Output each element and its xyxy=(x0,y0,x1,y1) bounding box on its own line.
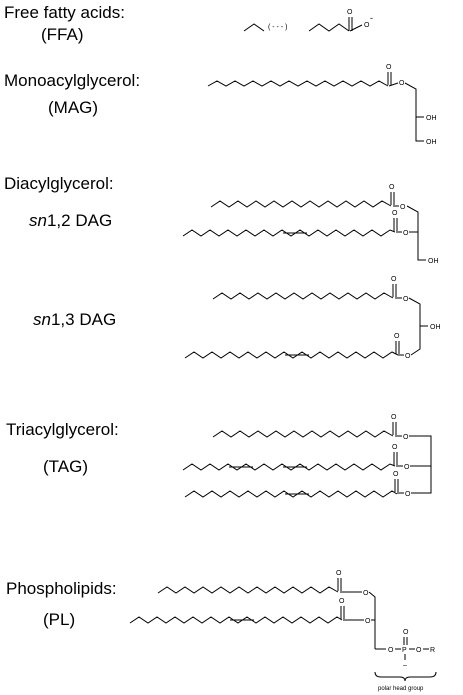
mag-hydroxyl-3: OH xyxy=(426,139,437,146)
mag-name-label: Monoacylglycerol: xyxy=(4,71,141,90)
dag12-glycerol-backbone xyxy=(406,205,426,261)
mag-glycerol-backbone xyxy=(404,82,424,142)
dag13-chain-1 xyxy=(212,292,394,300)
pl-c2-ester-oxygen: O xyxy=(365,618,371,625)
dag12-c1-ester-oxygen: O xyxy=(400,204,406,211)
mag-abbr-label: (MAG) xyxy=(48,98,99,117)
dag12-c2-carbonyl-oxygen: O xyxy=(392,210,398,217)
pl-chain-2 xyxy=(129,616,343,624)
pl-phosphoryl-oxygen: O xyxy=(403,629,409,636)
dag-name-label: Diacylglycerol: xyxy=(4,174,114,193)
pl-polar-head-label: polar head group xyxy=(378,686,424,692)
dag12-chain-1 xyxy=(210,200,392,208)
dag12-label: sn1,2 DAG xyxy=(29,212,112,229)
pl-c2-carbonyl-oxygen: O xyxy=(339,598,345,605)
dag13-c3-ester-oxygen: O xyxy=(405,353,411,360)
pl-name-label: Phospholipids: xyxy=(6,579,117,598)
dag13-chain-3 xyxy=(184,351,399,359)
pl-phosphorus: P xyxy=(402,647,407,654)
tag-name-label: Triacylglycerol: xyxy=(6,420,119,439)
mag-ester-bond xyxy=(388,82,399,87)
tag-chain-2 xyxy=(182,463,396,471)
tag-glycerol-backbone xyxy=(409,435,432,494)
tag-c3-ester-oxygen: O xyxy=(405,491,411,498)
ffa-chain-ellipsis: ( - - - ) xyxy=(268,24,287,31)
dag13-structure: O O O O OH xyxy=(184,276,441,360)
pl-residue-r: R xyxy=(430,647,435,654)
pl-ester-oxygen-r: O xyxy=(416,647,422,654)
dag12-c1-carbonyl-oxygen: O xyxy=(389,184,395,191)
dag13-c1-ester-oxygen: O xyxy=(403,296,409,303)
pl-chain-1 xyxy=(157,586,339,594)
tag-c3-carbonyl-oxygen: O xyxy=(393,471,399,478)
tag-c2-ester-oxygen: O xyxy=(404,464,410,471)
pl-structure: O O O O O P O O R – polar xyxy=(129,570,437,692)
tag-structure: O O O O O O xyxy=(182,414,432,498)
mag-ester-oxygen: O xyxy=(399,80,405,87)
mag-structure: O O OH OH xyxy=(207,64,437,146)
ffa-chain-start xyxy=(243,23,265,32)
pl-phosphate-bridge-oxygen: O xyxy=(388,647,394,654)
tag-c1-carbonyl-oxygen: O xyxy=(391,414,397,421)
dag13-c1-carbonyl-oxygen: O xyxy=(391,276,397,283)
dag13-glycerol-backbone xyxy=(408,297,421,356)
pl-polar-head-brace xyxy=(374,671,437,682)
dag12-chain-2 xyxy=(182,229,396,237)
ffa-name-label: Free fatty acids: xyxy=(4,3,125,22)
ffa-structure: ( - - - ) O O - xyxy=(243,9,373,32)
dag12-structure: O O O O OH xyxy=(182,184,439,265)
ffa-negative-charge: - xyxy=(370,13,373,23)
dag12-rest: 1,2 DAG xyxy=(46,211,113,230)
dag13-sn-prefix: sn xyxy=(33,310,51,329)
ffa-abbr-label: (FFA) xyxy=(41,25,84,44)
tag-c1-ester-oxygen: O xyxy=(403,434,409,441)
dag13-label: sn1,3 DAG xyxy=(33,311,116,328)
ffa-carboxylate-oxygen: O xyxy=(364,22,370,29)
dag12-c2-ester-oxygen: O xyxy=(403,230,409,237)
pl-phosphate-oxygen-minus: – xyxy=(403,662,407,669)
dag13-hydroxyl: OH xyxy=(430,324,441,331)
mag-carbonyl-oxygen: O xyxy=(386,64,392,71)
ffa-chain-end xyxy=(308,23,350,32)
tag-chain-1 xyxy=(212,430,394,438)
tag-chain-3 xyxy=(184,490,398,498)
dag12-sn-prefix: sn xyxy=(29,211,47,230)
pl-glycerol-backbone xyxy=(368,591,376,649)
tag-c2-carbonyl-oxygen: O xyxy=(392,444,398,451)
pl-c1-ester-oxygen: O xyxy=(363,590,369,597)
dag13-rest: 1,3 DAG xyxy=(50,310,117,329)
tag-abbr-label: (TAG) xyxy=(43,457,89,476)
mag-acyl-chain xyxy=(207,80,389,87)
pl-abbr-label: (PL) xyxy=(43,610,76,629)
dag13-c3-carbonyl-oxygen: O xyxy=(394,333,400,340)
ffa-carbonyl-oxygen: O xyxy=(347,9,353,16)
ffa-carboxyl-bond xyxy=(349,24,363,32)
mag-hydroxyl-2: OH xyxy=(426,115,437,122)
dag12-hydroxyl: OH xyxy=(428,258,439,265)
pl-c1-carbonyl-oxygen: O xyxy=(336,570,342,577)
